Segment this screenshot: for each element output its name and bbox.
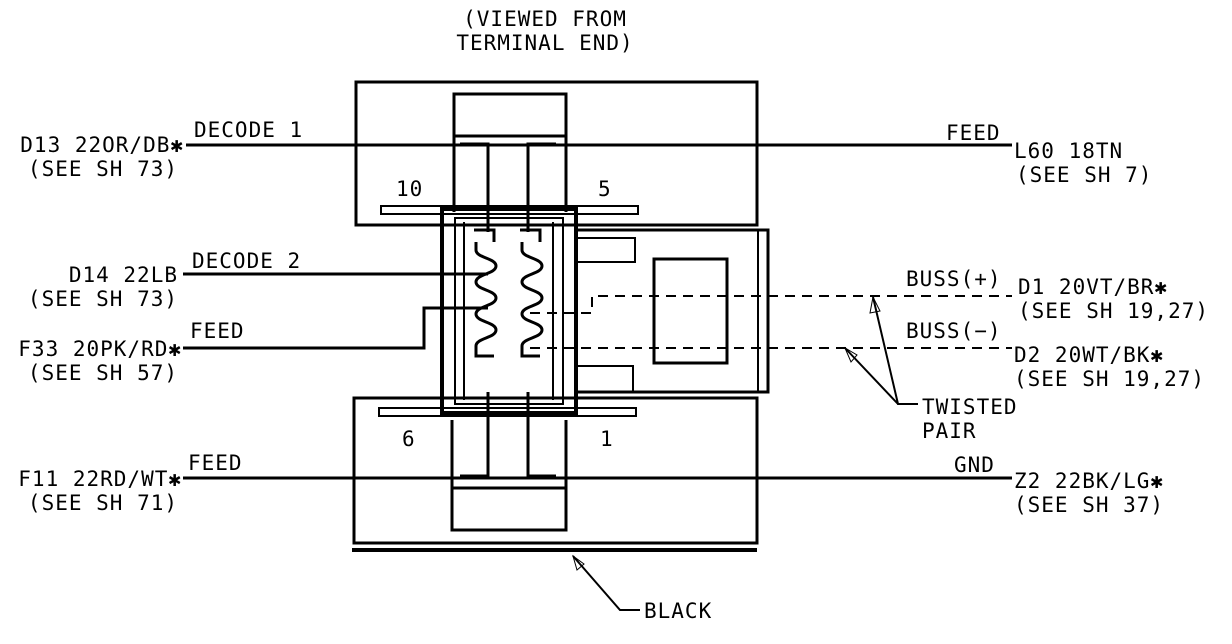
z2-circuit: Z2 22BK/LG✱ bbox=[1014, 469, 1165, 493]
bottom-latch bbox=[450, 486, 568, 532]
d14-ref: (SEE SH 73) bbox=[27, 287, 178, 311]
d2-circuit: D2 20WT/BK✱ bbox=[1014, 343, 1165, 367]
d1-ref: (SEE SH 19,27) bbox=[1018, 299, 1210, 323]
side-window bbox=[652, 257, 729, 365]
z2-ref: (SEE SH 37) bbox=[1014, 493, 1165, 517]
d1-function: BUSS(+) bbox=[906, 267, 1002, 291]
twisted-pair-leader bbox=[844, 296, 918, 405]
bottom-flange bbox=[378, 407, 637, 417]
top-housing bbox=[354, 80, 759, 227]
top-flange bbox=[380, 205, 639, 215]
z2-function: GND bbox=[954, 453, 995, 477]
d2-function: BUSS(−) bbox=[906, 319, 1002, 343]
f33-ref: (SEE SH 57) bbox=[27, 361, 178, 385]
wire-f33 bbox=[183, 306, 488, 350]
contact-left bbox=[474, 228, 498, 358]
f33-circuit: F33 20PK/RD✱ bbox=[18, 337, 182, 361]
l60-circuit: L60 18TN bbox=[1014, 139, 1124, 163]
l60-function: FEED bbox=[946, 121, 1001, 145]
pin-10-label: 10 bbox=[396, 177, 424, 201]
d2-ref: (SEE SH 19,27) bbox=[1014, 367, 1206, 391]
contact-right bbox=[520, 228, 544, 358]
d13-ref: (SEE SH 73) bbox=[27, 157, 178, 181]
l60-ref: (SEE SH 7) bbox=[1016, 163, 1153, 187]
wire-buss-plus bbox=[530, 295, 1012, 314]
view-note-line1: (VIEWED FROM bbox=[463, 7, 627, 31]
d14-circuit: D14 22LB bbox=[68, 263, 178, 287]
f33-function: FEED bbox=[190, 319, 245, 343]
f11-ref: (SEE SH 71) bbox=[27, 491, 178, 515]
black-label: BLACK bbox=[644, 599, 713, 623]
twisted-label: TWISTED bbox=[922, 395, 1018, 419]
top-latch bbox=[452, 92, 568, 138]
terminal-block bbox=[440, 207, 578, 415]
pair-label: PAIR bbox=[922, 419, 977, 443]
d13-function: DECODE 1 bbox=[194, 118, 304, 142]
black-leader bbox=[572, 555, 640, 611]
f11-circuit: F11 22RD/WT✱ bbox=[18, 467, 182, 491]
d13-circuit: D13 22OR/DB✱ bbox=[20, 133, 184, 157]
bottom-housing bbox=[352, 396, 759, 545]
pin-1-label: 1 bbox=[600, 427, 614, 451]
d14-function: DECODE 2 bbox=[192, 249, 302, 273]
pin-5-label: 5 bbox=[598, 177, 612, 201]
d1-circuit: D1 20VT/BR✱ bbox=[1018, 275, 1169, 299]
view-note-line2: TERMINAL END) bbox=[456, 31, 634, 55]
pin-6-label: 6 bbox=[402, 427, 416, 451]
side-module bbox=[574, 228, 770, 394]
f11-function: FEED bbox=[188, 451, 243, 475]
